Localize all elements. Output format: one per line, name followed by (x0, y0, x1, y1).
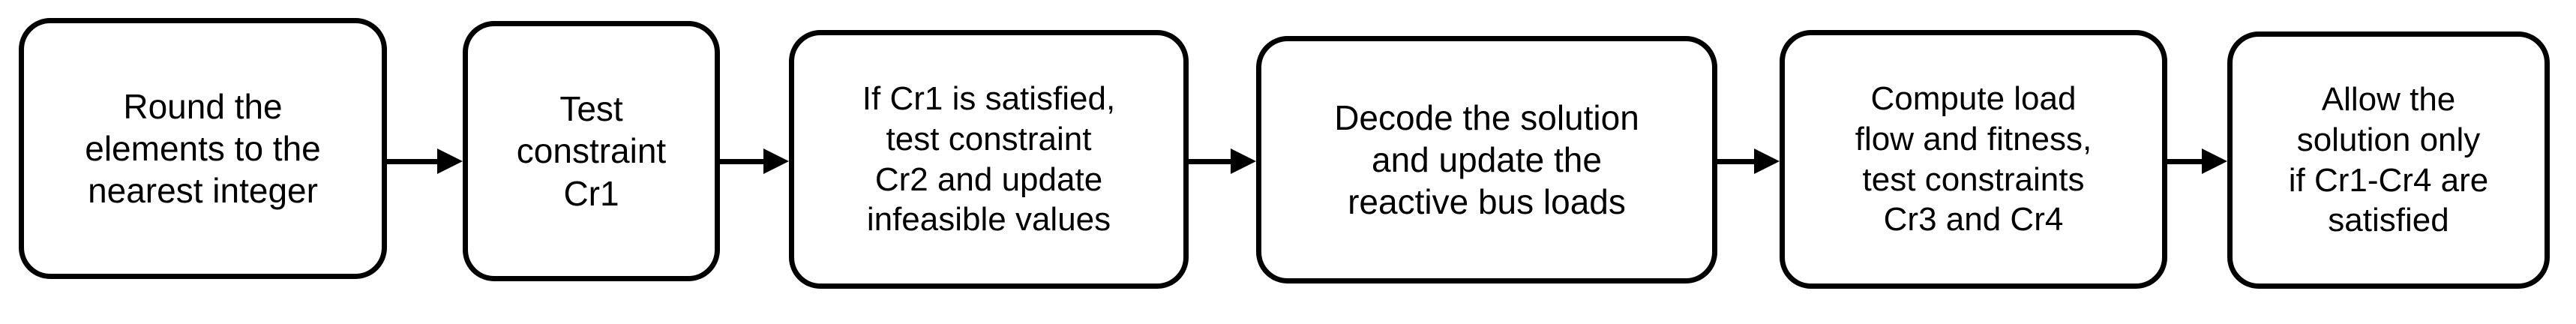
flow-node-3[interactable]: If Cr1 is satisfied, test constraint Cr2… (789, 30, 1189, 289)
flow-node-4[interactable]: Decode the solution and update the react… (1256, 36, 1717, 284)
arrow-shaft (720, 159, 766, 164)
flow-node-5[interactable]: Compute load flow and fitness, test cons… (1780, 30, 2167, 289)
flow-node-5-label: Compute load flow and fitness, test cons… (1855, 80, 2092, 238)
arrow-head-icon (1231, 148, 1256, 174)
flow-node-2[interactable]: Test constraint Cr1 (463, 21, 720, 281)
flow-node-6-label: Allow the solution only if Cr1-Cr4 are s… (2288, 81, 2489, 239)
arrow-shaft (2167, 159, 2205, 164)
arrow-head-icon (2202, 148, 2227, 174)
flow-node-2-label: Test constraint Cr1 (516, 89, 667, 213)
flow-node-3-label: If Cr1 is satisfied, test constraint Cr2… (862, 80, 1116, 238)
arrow-shaft (387, 159, 440, 164)
arrow-head-icon (763, 148, 789, 174)
arrow-shaft (1189, 159, 1234, 164)
arrow-head-icon (1754, 148, 1780, 174)
flow-node-1-label: Round the elements to the nearest intege… (85, 86, 321, 211)
arrow-shaft (1717, 159, 1757, 164)
flow-node-1[interactable]: Round the elements to the nearest intege… (19, 18, 387, 279)
flow-node-4-label: Decode the solution and update the react… (1334, 98, 1639, 222)
arrow-head-icon (437, 148, 463, 174)
flow-node-6[interactable]: Allow the solution only if Cr1-Cr4 are s… (2227, 32, 2550, 289)
